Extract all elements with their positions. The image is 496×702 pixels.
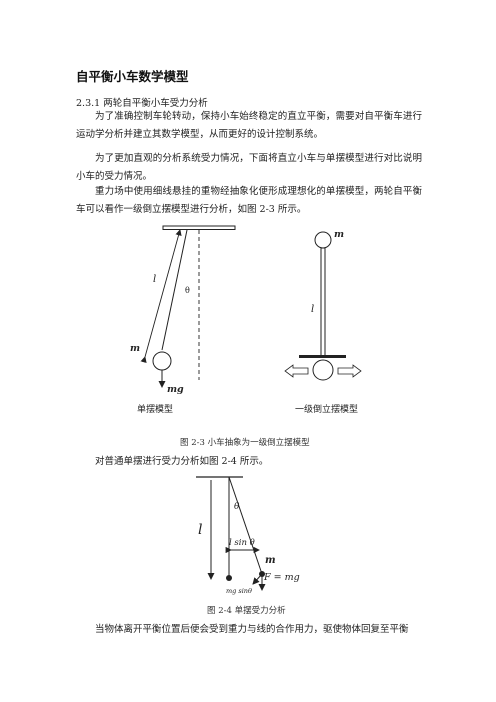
- cart-platform: [299, 355, 346, 358]
- pendulum-string: [161, 229, 188, 351]
- label-m: m: [130, 343, 140, 354]
- paragraph-3: 重力场中使用细线悬挂的重物经抽象化便形成理想化的单摆模型，两轮自平衡车可以看作一…: [76, 186, 422, 215]
- inverted-top-mass: [314, 231, 332, 249]
- caption-single-pendulum: 单摆模型: [137, 403, 173, 415]
- cart-wheel: [312, 359, 334, 381]
- left-hollow-arrow: [284, 364, 309, 378]
- right-hollow-arrow: [337, 364, 362, 378]
- ceiling-bar: [162, 225, 236, 230]
- figure-2-4-diagram: l θ l sin θ m F = mg mg sinθ: [196, 476, 300, 595]
- caption-inverted-pendulum: 一级倒立摆模型: [295, 403, 358, 415]
- pendulum-bob: [152, 351, 172, 371]
- label-lsin: l sin θ: [229, 538, 255, 548]
- label-theta-2: θ: [234, 502, 240, 512]
- section-title: 自平衡小车数学模型: [76, 69, 189, 84]
- figure-2-4-caption: 图 2-4 单摆受力分析: [207, 606, 286, 616]
- length-arrow: [140, 229, 182, 364]
- inv-label-l: l: [311, 304, 314, 315]
- label-F: F = mg: [263, 572, 300, 583]
- restoring-arrow: [252, 573, 263, 585]
- label-mg: mg: [167, 384, 184, 395]
- displaced-string: [228, 476, 263, 575]
- label-l-large: l: [198, 522, 202, 538]
- rest-bob: [226, 575, 232, 581]
- figure-2-3-caption: 图 2-3 小车抽象为一级倒立摆模型: [180, 438, 310, 448]
- subsection-heading: 2.3.1 两轮自平衡小车受力分析: [76, 98, 208, 109]
- label-m-2: m: [265, 555, 276, 566]
- label-l: l: [153, 274, 156, 285]
- paragraph-1: 为了准确控制车轮转动，保持小车始终稳定的直立平衡，需要对自平衡车进行运动学分析并…: [76, 111, 422, 140]
- inverted-rod: [320, 247, 326, 357]
- paragraph-5: 当物体离开平衡位置后便会受到重力与线的合作用力，驱使物体回复至平衡: [95, 624, 409, 635]
- label-mgsin: mg sinθ: [226, 587, 252, 595]
- label-theta: θ: [185, 286, 190, 295]
- figure-2-3-diagram: l θ m mg 单摆模型 m l 一级倒立摆模型: [130, 225, 362, 415]
- paragraph-2: 为了更加直观的分析系统受力情况，下面将直立小车与单摆模型进行对比说明小车的受力情…: [76, 153, 422, 182]
- inv-label-m: m: [334, 229, 344, 240]
- paragraph-4: 对普通单摆进行受力分析如图 2-4 所示。: [95, 456, 269, 467]
